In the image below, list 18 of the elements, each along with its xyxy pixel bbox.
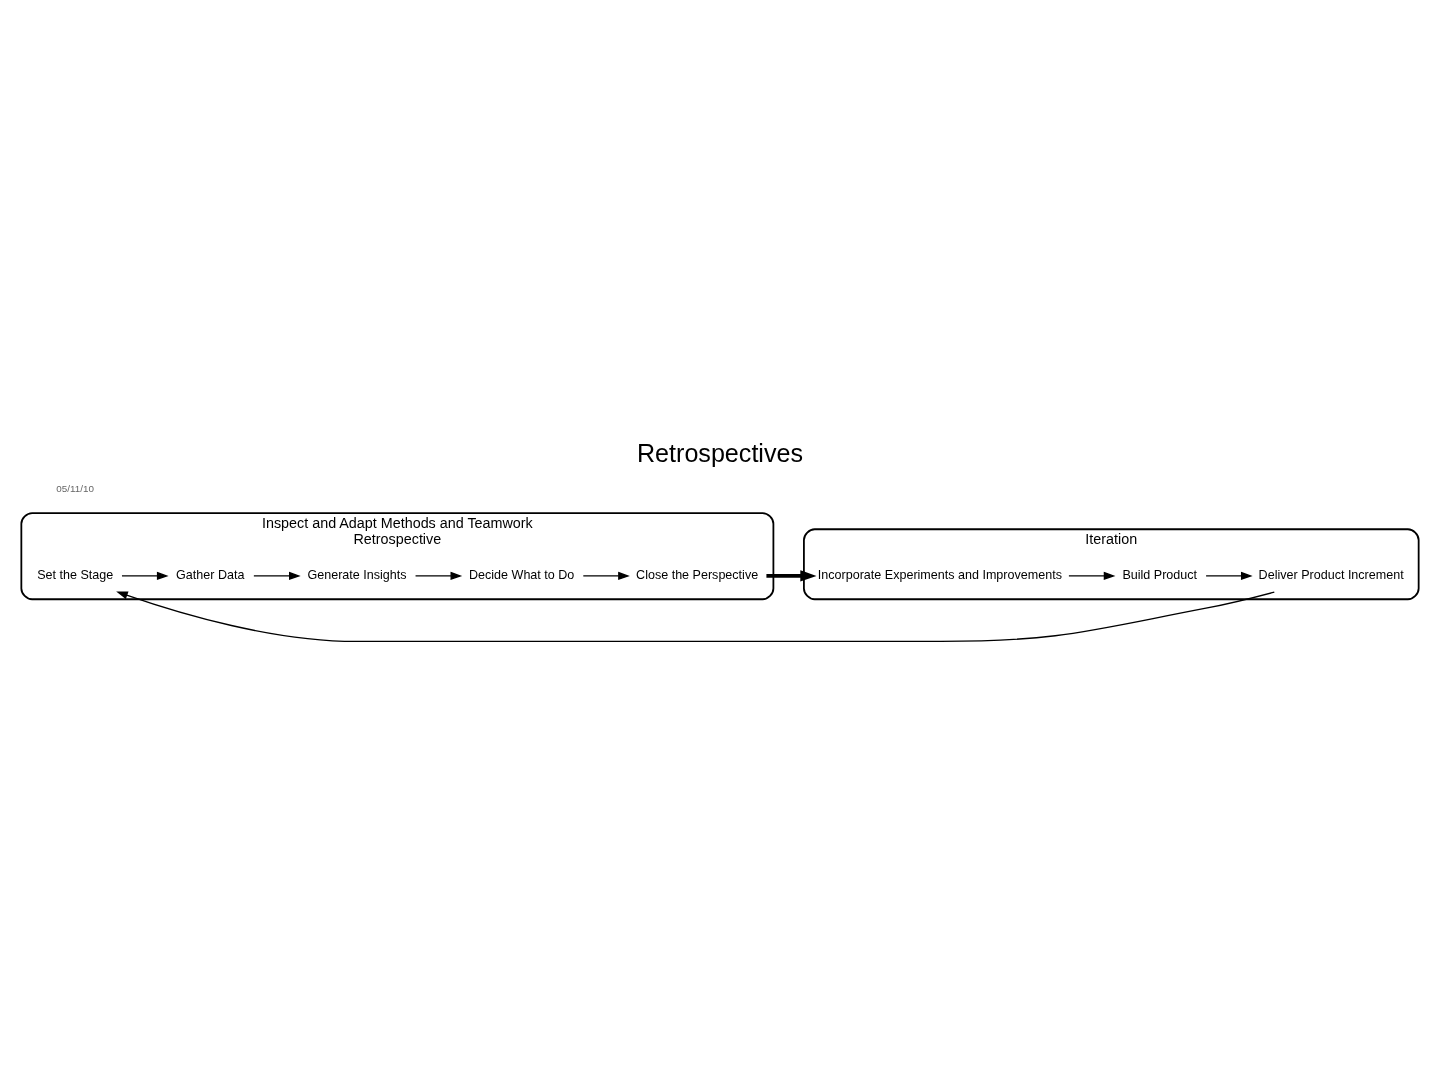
node-text: Decide What to Do [469,568,575,583]
node-text: Generate Insights [307,568,407,583]
arrow [1068,571,1116,580]
label: 05/11/10 [56,483,95,495]
arrow [414,571,463,580]
arrow [1205,571,1253,580]
node-text: Set the Stage [37,568,114,583]
arrow [766,570,817,582]
arrow [121,571,169,580]
node-text: Deliver Product Increment [1258,568,1404,583]
node-text: Gather Data [176,568,245,583]
arrow [116,591,1275,643]
node-text: Build Product [1122,568,1198,583]
arrow [582,571,630,580]
arrow [253,571,301,580]
diagram-title: Retrospectives [636,439,804,468]
node-text: Incorporate Experiments and Improvements [817,568,1062,583]
node-text: Close the Perspective [636,568,759,583]
